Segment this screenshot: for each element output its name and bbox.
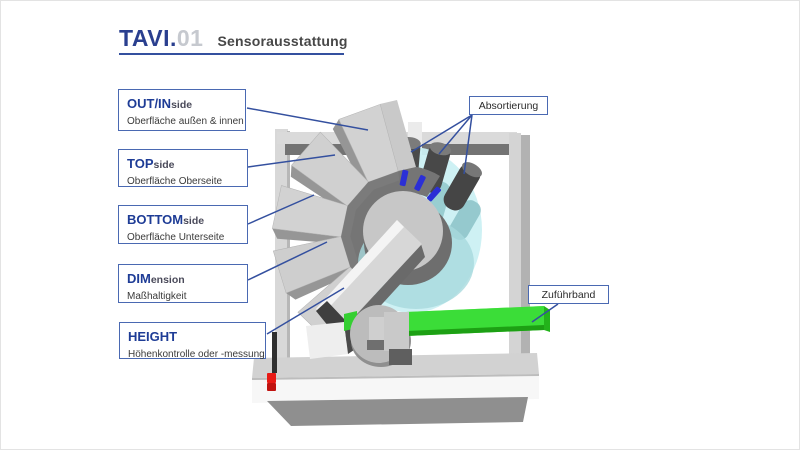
- callout-lines: [246, 107, 559, 335]
- callout-height: HEIGHT Höhenkontrolle oder -messung: [119, 322, 266, 360]
- callout-line-outinside: [246, 107, 369, 131]
- page-subtitle: Sensorausstattung: [217, 33, 348, 49]
- callout-line-topside: [247, 154, 336, 168]
- callout-description: Maßhaltigkeit: [127, 291, 187, 302]
- callout-title: OUT/INside: [127, 96, 193, 111]
- callout-line-sorting-2: [438, 114, 473, 155]
- cable: [272, 332, 277, 373]
- callout-description: Oberfläche Unterseite: [127, 232, 225, 243]
- label-conveyor: Zuführband: [528, 285, 609, 304]
- callout-topside: TOPside Oberfläche Oberseite: [118, 149, 248, 187]
- callout-description: Oberfläche Oberseite: [127, 176, 223, 187]
- callout-title: BOTTOMside: [127, 212, 205, 227]
- callout-title: HEIGHT: [128, 329, 178, 344]
- emergency-stop-knob: [267, 332, 277, 391]
- callout-line-sorting-3: [463, 114, 473, 175]
- sensor-wedge-sideface: [380, 100, 416, 171]
- callout-dimension: DIMension Maßhaltigkeit: [118, 264, 248, 303]
- callout-line-dimension: [247, 241, 328, 281]
- callout-title: TOPside: [127, 156, 175, 171]
- callout-line-sorting-1: [410, 114, 473, 153]
- callout-title: DIMension: [127, 271, 185, 286]
- callout-outinside: OUT/INside Oberfläche außen & innen: [118, 89, 246, 131]
- page-title: TAVI.01 Sensorausstattung: [119, 25, 348, 52]
- callout-line-height: [266, 287, 345, 335]
- callout-line-conveyor: [531, 303, 559, 323]
- part-markers: [399, 169, 441, 202]
- machine-base: [252, 353, 539, 426]
- callout-bottomside: BOTTOMside Oberfläche Unterseite: [118, 205, 248, 244]
- feed-conveyor: [406, 306, 550, 336]
- brand-name: TAVI.: [119, 25, 177, 51]
- brand-number: 01: [176, 25, 204, 51]
- transfer-blocks: [384, 312, 412, 365]
- label-sorting: Absortierung: [469, 96, 548, 115]
- callout-description: Oberfläche außen & innen: [127, 116, 244, 127]
- callout-line-bottomside: [247, 194, 315, 225]
- callout-description: Höhenkontrolle oder -messung: [128, 349, 265, 360]
- title-underline: [119, 53, 344, 55]
